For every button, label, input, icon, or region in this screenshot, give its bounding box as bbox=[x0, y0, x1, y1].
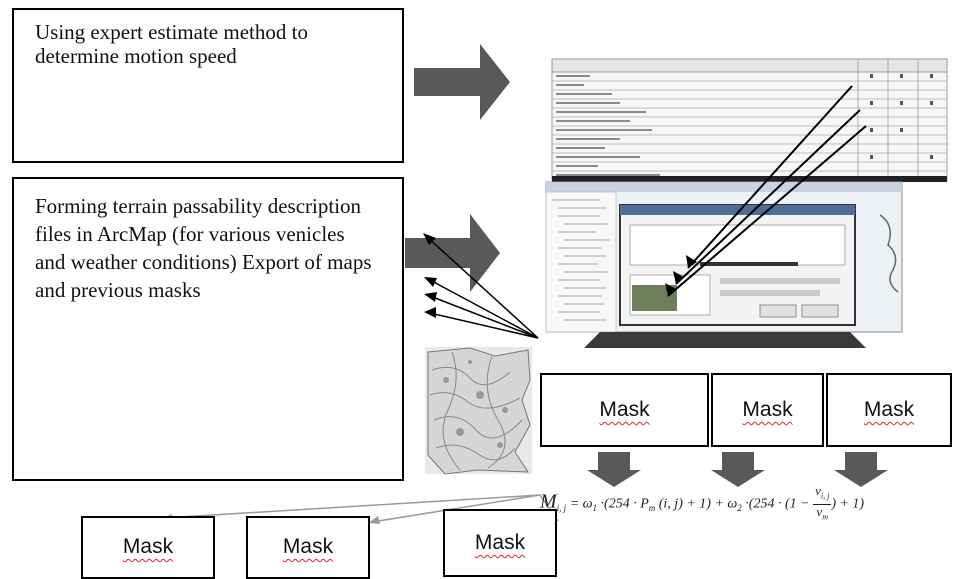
arrow-down-mask1 bbox=[587, 452, 641, 487]
mask-label: Mask bbox=[742, 398, 793, 421]
table-to-dialog-arrows bbox=[667, 85, 867, 297]
mask-box-2: Mask bbox=[711, 373, 824, 447]
mask-box-1: Mask bbox=[540, 373, 709, 447]
formula-ij: i, j bbox=[556, 503, 567, 514]
formula-den: vm bbox=[816, 503, 828, 522]
expert-table-thumbnail bbox=[551, 58, 948, 182]
mask-box-6: Mask bbox=[443, 509, 557, 577]
terrain-map-thumbnail bbox=[425, 347, 532, 475]
formula-p2: (i, j) + 1) + ω bbox=[655, 496, 738, 512]
formula-p1: ·(254 · P bbox=[597, 496, 649, 512]
arrow-down-mask3 bbox=[834, 452, 888, 487]
formula-s1: 1 bbox=[592, 503, 598, 514]
formula-p4: ) + 1) bbox=[831, 496, 865, 512]
formula-s2: 2 bbox=[737, 503, 742, 514]
flow-arrows bbox=[405, 44, 888, 487]
mask-formula: Mi, j = ω1 ·(254 · Pm (i, j) + 1) + ω2 ·… bbox=[540, 484, 864, 524]
speed-method-text: Using expert estimate method to determin… bbox=[35, 20, 308, 68]
arrow-top-to-table bbox=[414, 44, 510, 120]
mask-box-5: Mask bbox=[246, 516, 370, 579]
arrow-mid-to-arcmap bbox=[405, 214, 500, 292]
mask-box-4: Mask bbox=[81, 516, 215, 579]
mask-label: Mask bbox=[599, 398, 650, 421]
mask-label: Mask bbox=[282, 535, 334, 558]
mask-label: Mask bbox=[863, 398, 915, 421]
mask-box-3: Mask bbox=[826, 373, 952, 447]
export-arrows bbox=[425, 235, 539, 339]
arrow-down-mask2 bbox=[711, 452, 765, 487]
mask-label: Mask bbox=[474, 531, 526, 554]
formula-p3: ·(254 · (1 − bbox=[741, 496, 814, 512]
formula-m: m bbox=[648, 503, 656, 514]
formula-eq: = ω bbox=[569, 496, 593, 512]
passability-files-box: Forming terrain passability description … bbox=[12, 177, 404, 481]
arcmap-monitor-thumbnail bbox=[545, 181, 903, 348]
mask-label: Mask bbox=[122, 535, 174, 558]
formula-M: M bbox=[540, 490, 557, 513]
formula-num: vi, j bbox=[813, 484, 832, 505]
passability-files-text: Forming terrain passability description … bbox=[35, 194, 372, 302]
speed-method-box: Using expert estimate method to determin… bbox=[12, 8, 404, 163]
